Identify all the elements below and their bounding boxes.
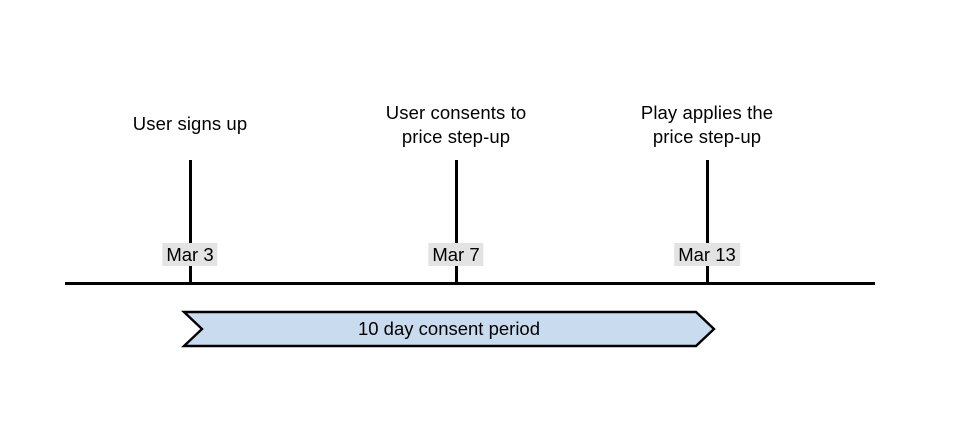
event-date-badge-mar-3: Mar 3 bbox=[162, 243, 218, 266]
chevron-shape bbox=[180, 310, 716, 348]
event-label-line1: User consents to bbox=[385, 102, 527, 123]
event-label-line2: price step-up bbox=[652, 126, 762, 147]
event-tick-play-applies-step-up bbox=[705, 160, 709, 284]
event-tick-user-signs-up bbox=[188, 160, 192, 284]
consent-period-banner: 10 day consent period bbox=[180, 310, 716, 348]
event-date-badge-mar-13: Mar 13 bbox=[674, 243, 740, 266]
event-tick-user-consents bbox=[454, 160, 458, 284]
event-label-line1: Play applies the bbox=[640, 102, 774, 123]
event-label-play-applies-step-up: Play applies the price step-up bbox=[641, 101, 773, 149]
consent-period-banner-shape bbox=[180, 310, 716, 348]
event-label-line2: price step-up bbox=[401, 126, 511, 147]
event-label-line1: User signs up bbox=[132, 113, 248, 134]
event-label-user-consents: User consents to price step-up bbox=[386, 101, 526, 149]
timeline-axis bbox=[65, 282, 875, 285]
event-date-badge-mar-7: Mar 7 bbox=[428, 243, 484, 266]
event-label-user-signs-up: User signs up bbox=[133, 112, 247, 136]
